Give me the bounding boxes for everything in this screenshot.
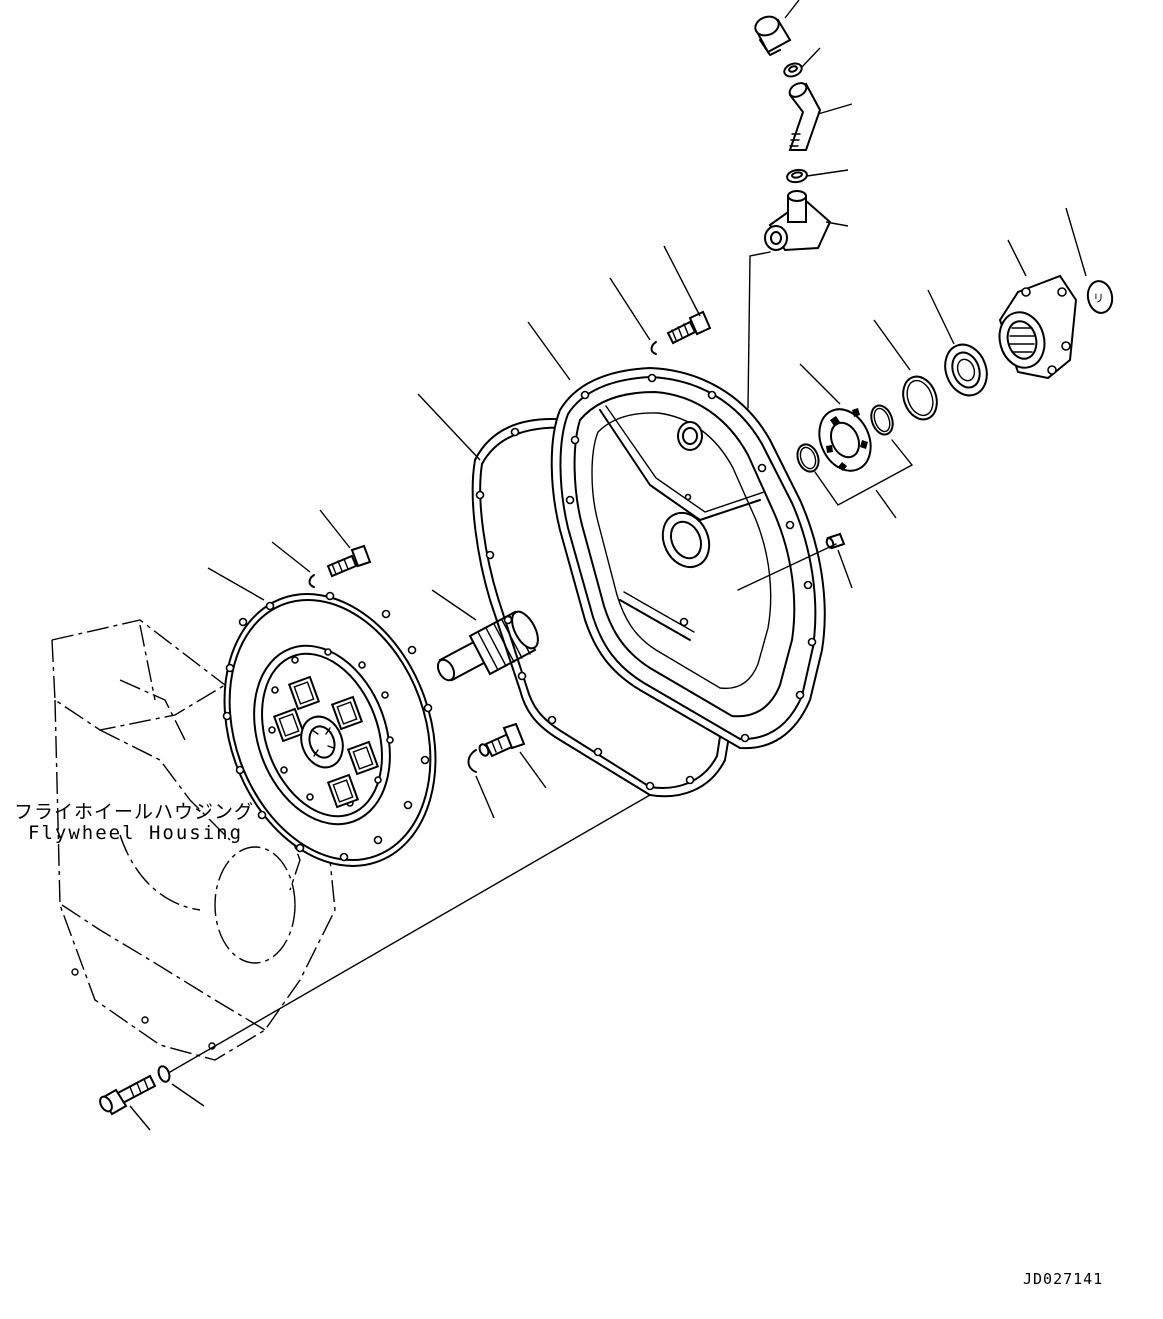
- drawing-number: JD027141: [1023, 1270, 1104, 1288]
- snap-ring-outer: [796, 443, 820, 473]
- disc-hub: [300, 715, 344, 769]
- breather-cap: [754, 15, 792, 56]
- case-bolt-holes: [565, 373, 817, 743]
- housing-bolt: [99, 1074, 157, 1116]
- disc-bolt: [326, 544, 372, 578]
- breather-elbow-pipe: [788, 82, 822, 151]
- disc-bolt-washer: [308, 574, 315, 588]
- output-flange: [998, 274, 1078, 380]
- flange-cap: リ: [1086, 280, 1114, 314]
- input-shaft: [436, 610, 539, 682]
- disc-bolt-holes: [222, 591, 433, 862]
- flywheel-housing-label-jp: フライホイールハウジング: [14, 801, 255, 823]
- damper-springs: [272, 675, 380, 809]
- flange-cap-mark: リ: [1093, 292, 1104, 305]
- breather-washer: [783, 62, 803, 78]
- case-bolt: [666, 310, 712, 345]
- center-lines: [169, 439, 914, 1073]
- flywheel-housing-phantom: [51, 619, 336, 1061]
- disc-rivets: [268, 648, 394, 807]
- damper-disc: [222, 591, 437, 867]
- drain-snap-ring: [467, 749, 477, 773]
- drain-fitting: [478, 722, 526, 758]
- dowel-pin: [825, 532, 846, 550]
- ball-bearing: [818, 408, 872, 472]
- breather-gasket: [786, 168, 808, 184]
- case-bolt-washer: [650, 341, 657, 355]
- housing-bolt-washer: [157, 1065, 171, 1083]
- transmission-case: [550, 366, 826, 750]
- flywheel-housing-label-en: Flywheel Housing: [28, 822, 244, 844]
- breather-tee: [764, 190, 832, 252]
- breather-assembly: [747, 15, 832, 409]
- oil-seal: [944, 343, 988, 397]
- snap-ring-bore: [870, 404, 894, 436]
- snap-ring-large: [902, 375, 938, 421]
- leader-lines: [129, 0, 1087, 1131]
